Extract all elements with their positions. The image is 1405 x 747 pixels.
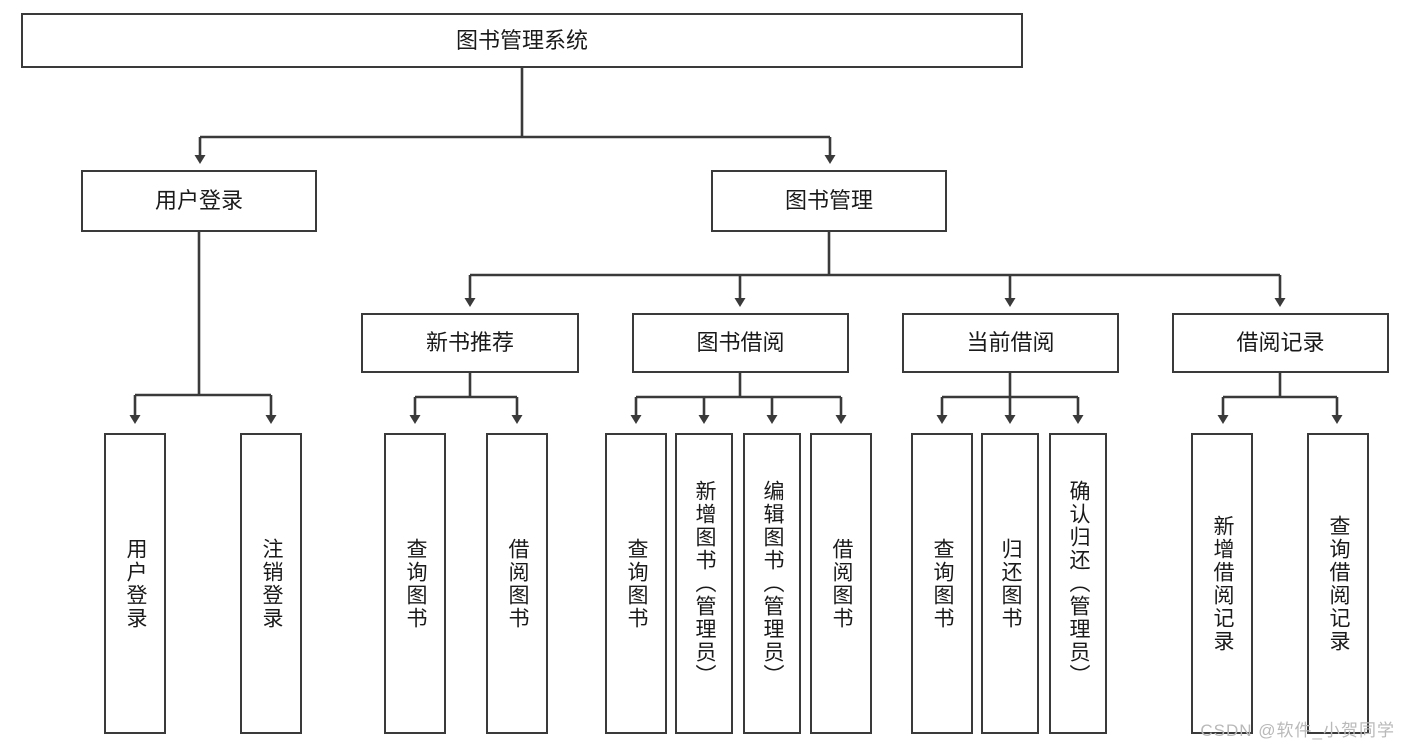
node-label: 当前借阅: [966, 330, 1055, 356]
node-label: 图书管理系统: [455, 27, 588, 53]
node-label: 查询借阅记录: [1327, 514, 1351, 653]
node-label: 图书管理: [784, 188, 873, 214]
watermark-text: CSDN @软件_小贺同学: [1200, 721, 1395, 740]
node-user-login[interactable]: 用户登录: [81, 170, 317, 232]
node-leaf-query-book-recommend[interactable]: 查询图书: [384, 433, 446, 734]
node-label: 借阅图书: [506, 537, 530, 630]
node-book-borrow[interactable]: 图书借阅: [632, 313, 849, 373]
node-label: 借阅记录: [1236, 330, 1325, 356]
node-label: 新增借阅记录: [1211, 514, 1235, 653]
node-leaf-query-book-borrow[interactable]: 查询图书: [605, 433, 667, 734]
node-label: 借阅图书: [830, 537, 854, 630]
node-label: 注销登录: [260, 537, 284, 630]
node-leaf-query-book-current[interactable]: 查询图书: [911, 433, 973, 734]
node-leaf-edit-book-admin[interactable]: 编辑图书（管理员）: [743, 433, 801, 734]
node-label: 用户登录: [124, 537, 148, 630]
node-leaf-user-login[interactable]: 用户登录: [104, 433, 166, 734]
node-new-book-recommend[interactable]: 新书推荐: [361, 313, 579, 373]
node-label: 查询图书: [625, 537, 649, 630]
node-label: 新书推荐: [425, 330, 514, 356]
node-label: 图书借阅: [696, 330, 785, 356]
node-label: 编辑图书（管理员）: [761, 480, 785, 687]
node-book-management[interactable]: 图书管理: [711, 170, 947, 232]
node-leaf-borrow-book-recommend[interactable]: 借阅图书: [486, 433, 548, 734]
node-leaf-query-borrow-record[interactable]: 查询借阅记录: [1307, 433, 1369, 734]
node-leaf-add-borrow-record[interactable]: 新增借阅记录: [1191, 433, 1253, 734]
node-current-borrow[interactable]: 当前借阅: [902, 313, 1119, 373]
node-leaf-logout-login[interactable]: 注销登录: [240, 433, 302, 734]
node-leaf-borrow-book-borrow[interactable]: 借阅图书: [810, 433, 872, 734]
node-borrow-record[interactable]: 借阅记录: [1172, 313, 1389, 373]
node-label: 查询图书: [404, 537, 428, 630]
node-leaf-return-book[interactable]: 归还图书: [981, 433, 1039, 734]
node-label: 确认归还（管理员）: [1067, 480, 1091, 687]
node-label: 新增图书（管理员）: [693, 480, 717, 687]
node-root-system[interactable]: 图书管理系统: [21, 13, 1023, 68]
node-label: 用户登录: [154, 188, 243, 214]
node-leaf-confirm-return-admin[interactable]: 确认归还（管理员）: [1049, 433, 1107, 734]
node-label: 归还图书: [999, 537, 1023, 630]
node-leaf-add-book-admin[interactable]: 新增图书（管理员）: [675, 433, 733, 734]
node-label: 查询图书: [931, 537, 955, 630]
